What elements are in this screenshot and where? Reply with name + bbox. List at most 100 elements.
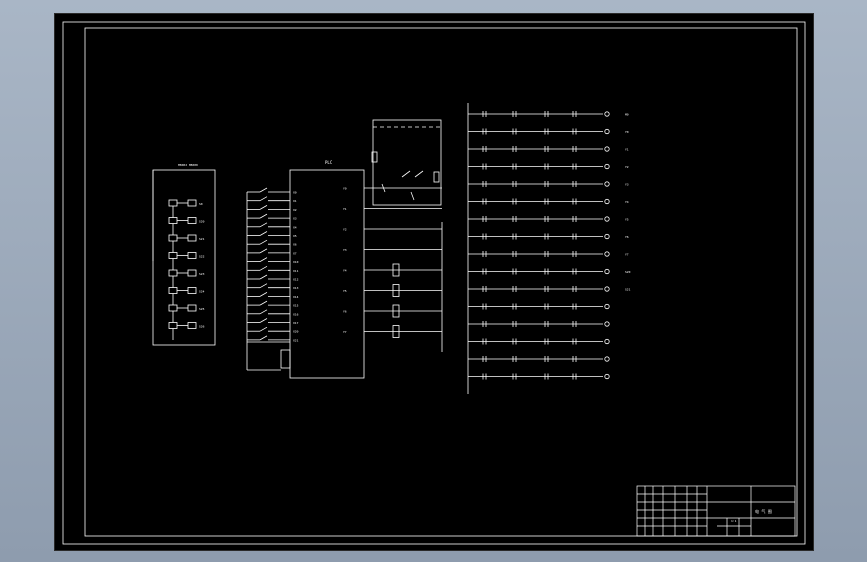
plc-input-line: X6 — [247, 239, 297, 247]
sfc-frame — [152, 169, 216, 346]
plc-output-label: Y5 — [343, 289, 347, 293]
sfc-step-label: S24 — [199, 290, 205, 294]
drawing-name: 电 气 图 — [755, 508, 772, 514]
sfc-step: S25 — [168, 304, 205, 323]
plc-output-line: Y3 — [343, 248, 442, 252]
ladder-coil-label: Y1 — [625, 148, 629, 152]
plc-input-line: X7 — [247, 248, 297, 255]
ladder-rung: Y5 — [468, 216, 629, 222]
ladder-rung: Y0 — [468, 128, 629, 135]
drawing-scale: 1:1 — [731, 519, 737, 523]
plc-input-label: X4 — [293, 225, 297, 229]
plc-input-line: X5 — [247, 231, 297, 238]
plc-label: PLC — [325, 160, 333, 165]
ladder-coil-label: S20 — [625, 270, 631, 274]
plc-input-label: X15 — [293, 304, 299, 308]
sfc-step-label: S21 — [199, 237, 205, 241]
sfc-step: S20 — [168, 217, 205, 235]
plc-input-line: X13 — [247, 283, 299, 290]
ladder-rung: S21 — [468, 286, 631, 292]
plc-output-line: Y6 — [343, 304, 442, 318]
ladder-rung: M0 — [468, 111, 629, 117]
plc-output-label: Y2 — [343, 228, 347, 232]
relay-coil — [433, 171, 440, 183]
plc-input-line: X12 — [247, 274, 299, 282]
plc-input-label: X1 — [293, 199, 297, 203]
plc-input-label: X3 — [293, 217, 297, 221]
plc-input-wiring: X0X1X2X3X4X5X6X7X10X11X12X13X14X15X16X17… — [247, 187, 299, 342]
plc-input-line: X16 — [247, 309, 299, 316]
plc-input-line: X4 — [247, 222, 297, 229]
ladder-rung: S20 — [468, 268, 631, 275]
plc-input-label: X11 — [293, 269, 299, 273]
plc-input-label: X10 — [293, 260, 299, 264]
inner-border — [84, 27, 798, 537]
plc-output-label: Y6 — [343, 310, 347, 314]
sfc-step: S22 — [168, 252, 205, 270]
ladder-coil-label: M0 — [625, 113, 629, 117]
plc-input-line: X3 — [247, 213, 297, 221]
plc-output-label: Y4 — [343, 269, 347, 273]
plc-input-line: X2 — [247, 205, 297, 212]
plc-input-label: X13 — [293, 286, 299, 290]
plc-output-line: Y2 — [343, 228, 442, 232]
plc-input-label: X2 — [293, 208, 297, 212]
ladder-rung — [468, 303, 610, 310]
ladder-coil-label: Y4 — [625, 200, 629, 204]
ladder-rung: Y3 — [468, 181, 629, 187]
sfc-step: S26 — [168, 322, 205, 340]
plc-input-label: X0 — [293, 191, 297, 195]
ladder-rung — [468, 338, 610, 345]
plc-input-label: X12 — [293, 278, 299, 282]
plc-output-label: Y3 — [343, 248, 347, 252]
plc-input-line: X10 — [247, 257, 299, 264]
relay-circuit-frame — [372, 119, 442, 206]
fuse — [371, 151, 378, 163]
ladder-rung: Y4 — [468, 198, 629, 205]
plc-input-line: X21 — [247, 335, 299, 342]
plc-output-line: Y4 — [343, 263, 442, 277]
plc-input-line: X1 — [247, 196, 297, 203]
plc-output-label: Y0 — [343, 187, 347, 191]
title-block-frame — [636, 485, 796, 537]
sfc-step-label: S22 — [199, 255, 205, 259]
plc-input-label: X16 — [293, 312, 299, 316]
sfc-step: S24 — [168, 287, 205, 305]
ladder-rung — [468, 321, 610, 327]
ladder-rung: Y7 — [468, 251, 629, 257]
ladder-coil-label: Y3 — [625, 183, 629, 187]
plc-input-line: X11 — [247, 265, 299, 273]
plc-output-line: Y7 — [343, 325, 442, 338]
plc-box — [289, 169, 365, 379]
plc-input-label: X21 — [293, 338, 299, 342]
plc-input-label: X6 — [293, 243, 297, 247]
plc-output-line: Y5 — [343, 284, 442, 297]
ladder-rung: Y2 — [468, 163, 629, 170]
ladder-rung: Y1 — [468, 146, 629, 152]
sfc-header: M8002 M8000 — [178, 163, 198, 167]
sfc-step-label: S0 — [199, 202, 203, 206]
sfc-step: S23 — [168, 269, 205, 288]
sfc-step-label: S26 — [199, 325, 205, 329]
plc-input-line: X15 — [247, 300, 299, 308]
plc-input-line: X17 — [247, 318, 299, 325]
plc-output-line: Y0 — [343, 187, 442, 191]
plc-input-label: X14 — [293, 295, 299, 299]
sfc-step: S0 — [168, 199, 203, 218]
plc-input-line: X0 — [247, 187, 297, 195]
ladder-coil-label: Y7 — [625, 253, 629, 257]
outer-border — [62, 21, 806, 545]
sfc-step-label: S25 — [199, 307, 205, 311]
plc-wiring: PLC X0X1X2X3X4X5X6X7X10X11X12X13X14X15X1… — [246, 119, 443, 379]
ladder-coil-label: S21 — [625, 288, 631, 292]
plc-output-label: Y1 — [343, 207, 347, 211]
sfc-step: S21 — [168, 234, 205, 253]
ladder-coil-label: Y0 — [625, 130, 629, 134]
sfc-step-label: S23 — [199, 272, 205, 276]
